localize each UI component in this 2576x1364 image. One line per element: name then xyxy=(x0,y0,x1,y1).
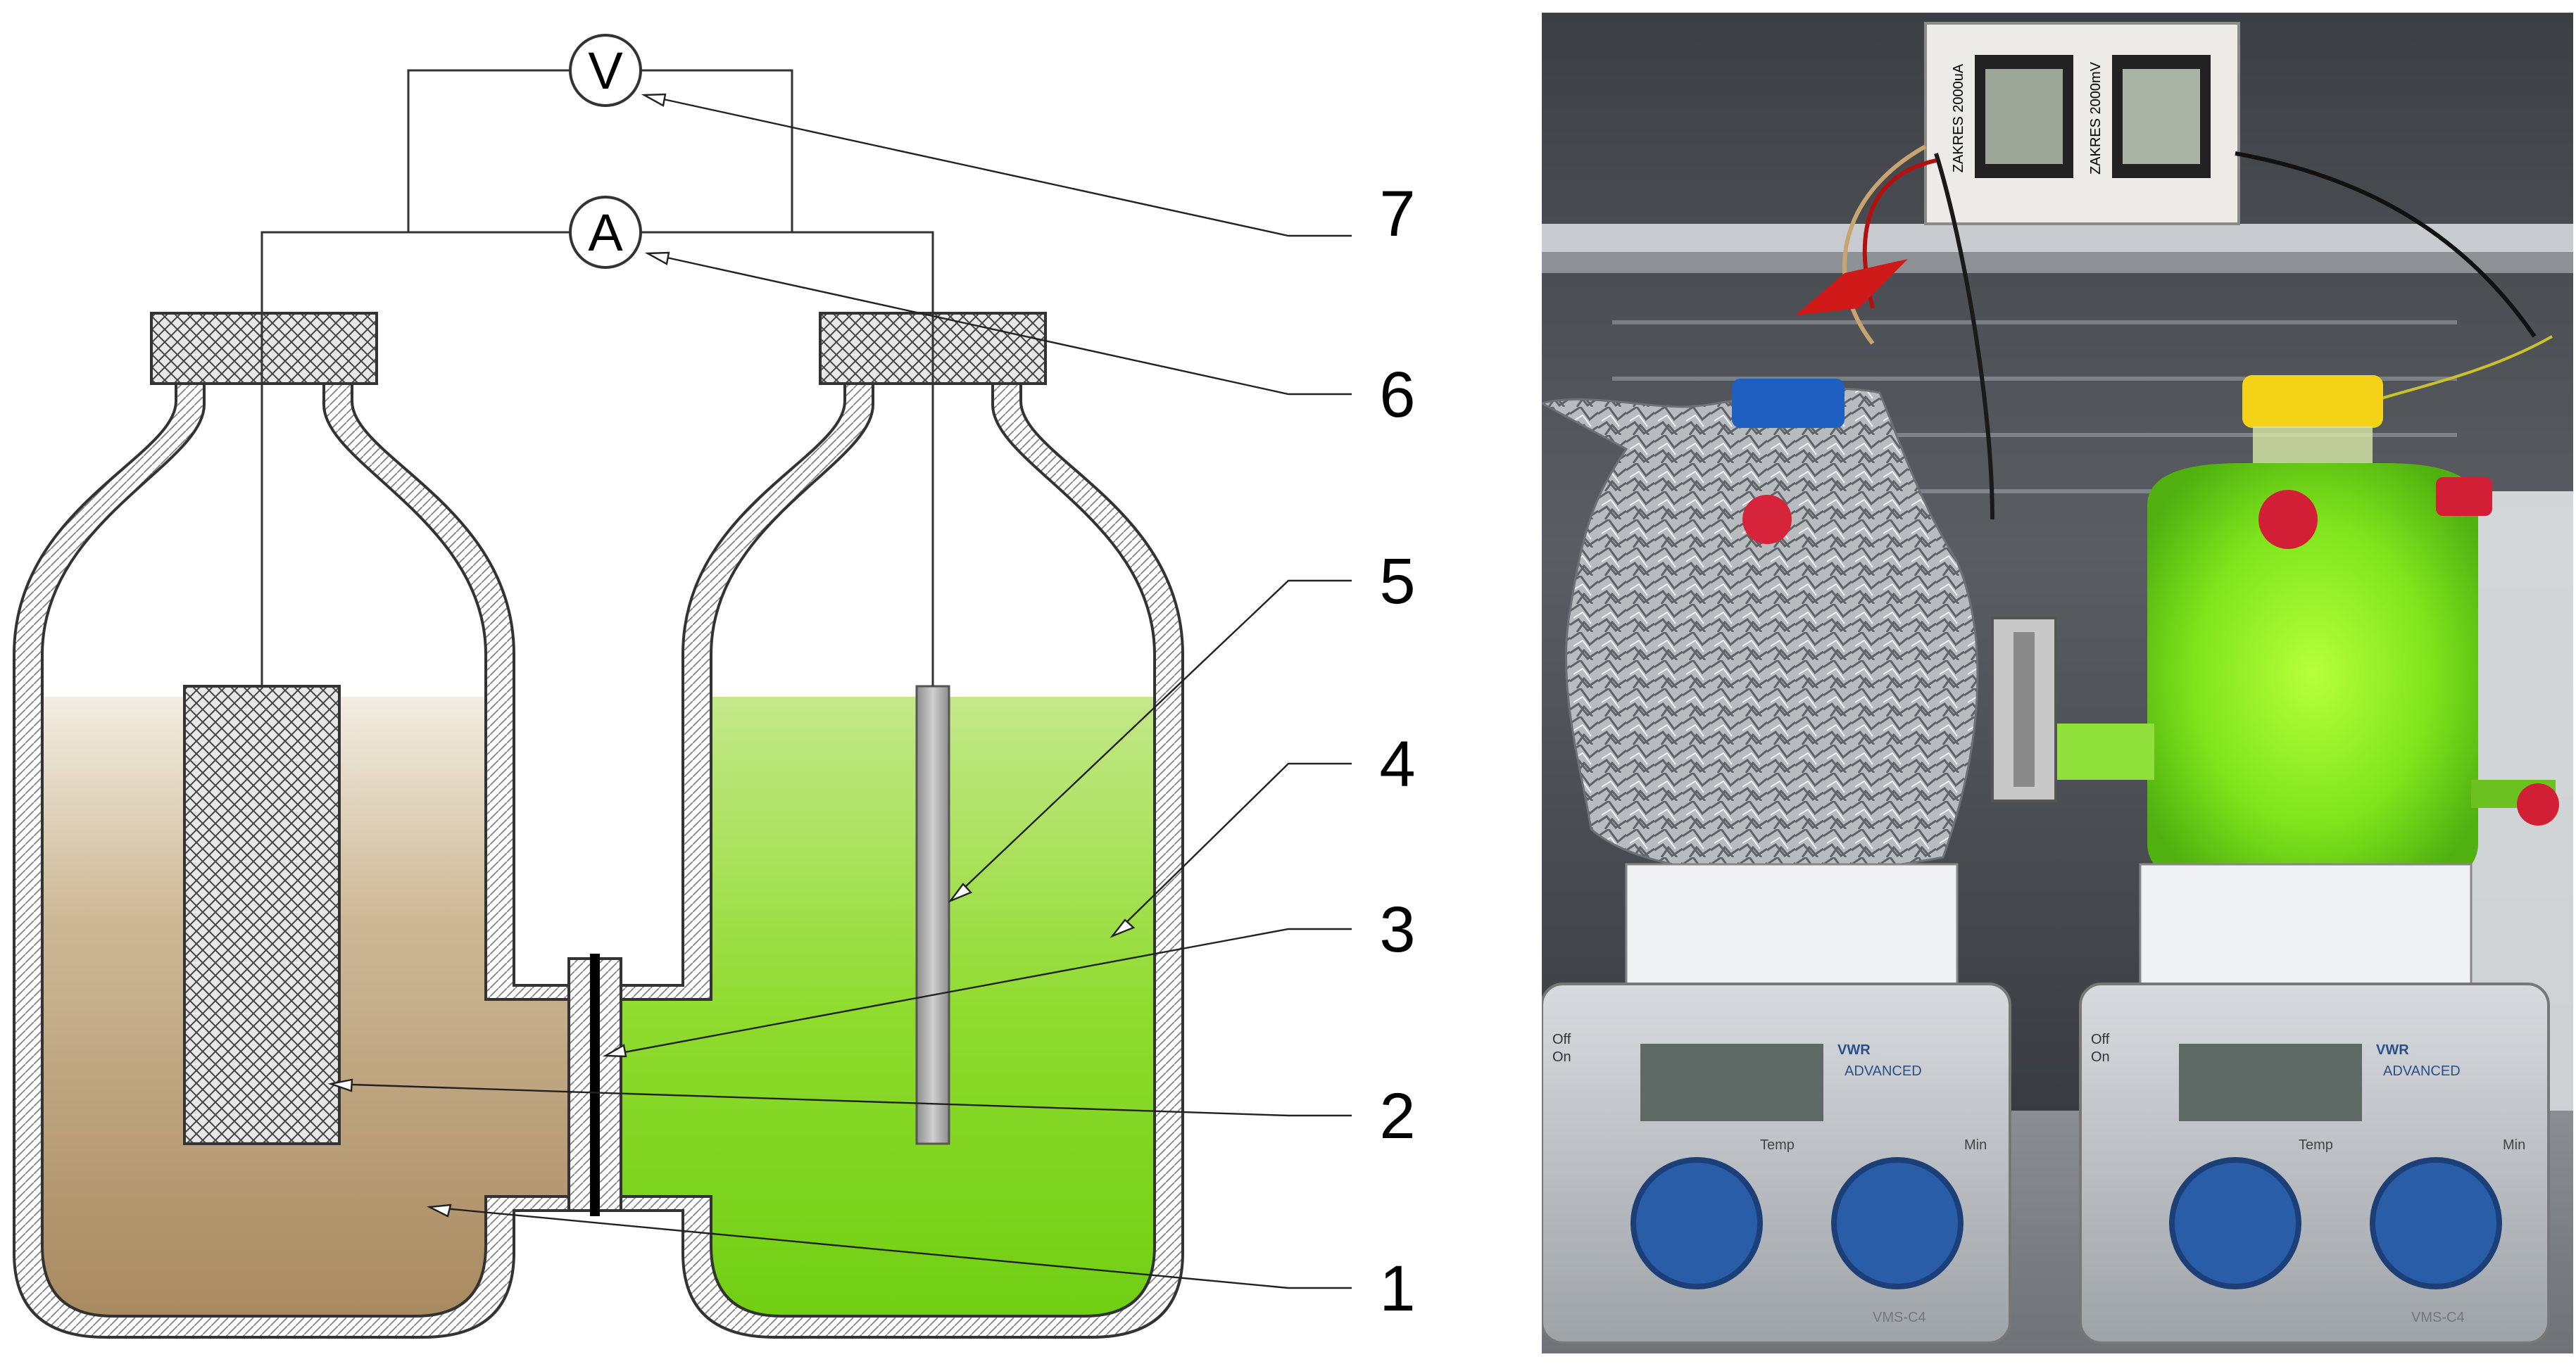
external-circuit xyxy=(260,69,934,686)
right-stirrer-sub: ADVANCED xyxy=(2383,1063,2461,1079)
callout-2: 2 xyxy=(1379,1080,1415,1152)
callout-7: 7 xyxy=(1379,178,1415,250)
cathode-rod xyxy=(915,685,950,1145)
multimeter-box: ZAKRES 2000uA ZAKRES 2000mV xyxy=(1924,22,2240,225)
right-stirrer-knob-min: Min xyxy=(2503,1137,2525,1153)
setup-photo: ZAKRES 2000uA ZAKRES 2000mV xyxy=(1542,13,2573,1353)
ammeter-range-label: ZAKRES 2000uA xyxy=(1951,63,1966,172)
magnetic-stirrer-right: VWR ADVANCED Off On Temp Min VMS-C4 xyxy=(2079,863,2550,1344)
cathode-bottle-glowing xyxy=(2049,375,2559,885)
anode-chamber-bottle xyxy=(13,382,572,1339)
callout-3: 3 xyxy=(1379,894,1415,966)
mfc-schematic: V A 1 2 3 4 5 6 7 xyxy=(13,34,1416,1339)
svg-text:V: V xyxy=(588,42,623,100)
left-stirrer-brand: VWR xyxy=(1837,1042,1871,1058)
right-stirrer-knob-temp: Temp xyxy=(2299,1137,2333,1153)
right-stirrer-model: VMS-C4 xyxy=(2411,1310,2465,1325)
left-stirrer-knob-min: Min xyxy=(1964,1137,1987,1153)
magnetic-stirrer-left: VWR ADVANCED Off On Temp Min VMS-C4 xyxy=(1542,863,2011,1344)
svg-text:A: A xyxy=(588,203,623,262)
leader-lines xyxy=(330,94,1352,1289)
ammeter: A xyxy=(569,196,642,269)
voltmeter: V xyxy=(569,34,642,107)
left-stirrer-sub: ADVANCED xyxy=(1845,1063,1922,1079)
callout-1: 1 xyxy=(1379,1253,1415,1325)
pinch-clamp xyxy=(1991,617,2057,802)
anode-carbon-felt xyxy=(183,685,341,1145)
leader-arrowheads xyxy=(327,93,1136,1218)
anode-bottle-foil xyxy=(1542,379,1979,875)
left-stirrer-knob-temp: Temp xyxy=(1760,1137,1795,1153)
left-stirrer-off: Off xyxy=(1552,1032,1571,1047)
callout-5: 5 xyxy=(1379,545,1415,617)
right-stirrer-on: On xyxy=(2091,1049,2110,1065)
right-stirrer-brand: VWR xyxy=(2376,1042,2409,1058)
right-stirrer-off: Off xyxy=(2091,1032,2110,1047)
left-stirrer-on: On xyxy=(1552,1049,1571,1065)
callout-6: 6 xyxy=(1379,359,1415,431)
left-bottle-cap xyxy=(150,312,378,385)
left-stirrer-model: VMS-C4 xyxy=(1873,1310,1926,1325)
callout-4: 4 xyxy=(1379,728,1415,800)
voltmeter-range-label: ZAKRES 2000mV xyxy=(2088,61,2104,175)
